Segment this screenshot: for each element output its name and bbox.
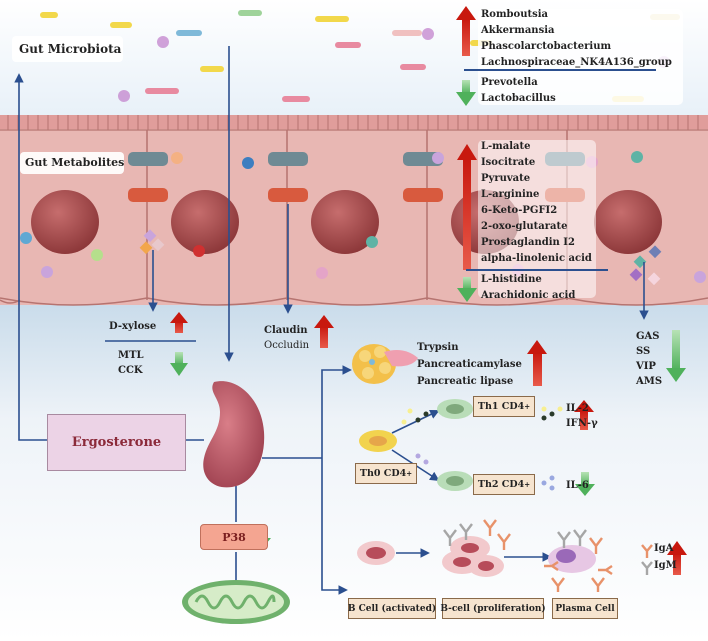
il-2-label: IL-2 xyxy=(566,403,589,414)
mtl-label: MTL xyxy=(118,350,144,361)
enzyme-pancreatic-lipase: Pancreatic lipase xyxy=(417,376,514,387)
gut-microbiota-label: Gut Microbiota xyxy=(19,42,122,56)
occludin-label: Occludin xyxy=(264,340,310,351)
igm-label: IgM xyxy=(654,560,677,571)
th2-label: Th2 CD4 xyxy=(477,479,525,490)
hormone-ss: SS xyxy=(636,346,651,357)
b-cell-proliferation-box: B-cell (proliferation) xyxy=(440,598,546,619)
gut-metabolites-label: Gut Metabolites xyxy=(25,156,125,169)
microbe-prevotella: Prevotella xyxy=(481,77,538,88)
il-6-label: IL-6 xyxy=(566,480,589,491)
metabolite-2-oxo-glutarate: 2-oxo-glutarate xyxy=(481,221,568,232)
p38-label: P38 xyxy=(222,530,246,544)
metabolite-l-histidine: L-histidine xyxy=(481,274,542,285)
th1-sup: + xyxy=(524,402,531,411)
mitochondrion-icon xyxy=(182,580,290,624)
microbe-lactobacillus: Lactobacillus xyxy=(481,93,556,104)
b-cell-activated-box: B Cell (activated) xyxy=(348,598,436,619)
microbe-romboutsia: Romboutsia xyxy=(481,9,549,20)
d-xylose-label: D-xylose xyxy=(109,321,157,332)
p38-box: P38 xyxy=(200,524,268,550)
th0-sup: + xyxy=(406,469,413,478)
microbe-akkermansia: Akkermansia xyxy=(481,25,555,36)
hormone-gas: GAS xyxy=(636,331,660,342)
antibody-icon xyxy=(443,519,653,592)
red-up-arrow-icon xyxy=(456,6,476,20)
th1-label: Th1 CD4 xyxy=(477,401,525,412)
metabolite-alpha-linolenic-acid: alpha-linolenic acid xyxy=(481,253,592,264)
b-cell-proliferation-label: B-cell (proliferation) xyxy=(440,603,546,614)
t-cell-icons xyxy=(359,399,563,491)
microbe-lachnospiraceae: Lachnospiraceae_NK4A136_group xyxy=(481,57,672,68)
microbe-phascolarctobacterium: Phascolarctobacterium xyxy=(481,41,612,52)
ergosterone-box: Ergosterone xyxy=(47,414,186,471)
th2-sup: + xyxy=(524,480,531,489)
b-cell-activated-label: B Cell (activated) xyxy=(347,603,437,614)
ifn-gamma-label: IFN-γ xyxy=(566,418,598,429)
metabolite-isocitrate: Isocitrate xyxy=(481,157,536,168)
pancreas-icon xyxy=(352,344,418,384)
green-down-arrow-icon xyxy=(456,92,476,106)
metabolite-l-arginine: L-arginine xyxy=(481,189,540,200)
th2-box: Th2 CD4+ xyxy=(473,474,535,495)
plasma-cell-label: Plasma Cell xyxy=(555,603,615,614)
th0-label: Th0 CD4 xyxy=(359,468,407,479)
iga-label: IgA xyxy=(654,543,674,554)
enzyme-pancreaticamylase: Pancreaticamylase xyxy=(417,359,522,370)
claudin-label: Claudin xyxy=(264,325,308,336)
metabolite-arachidonic-acid: Arachidonic acid xyxy=(481,290,576,301)
cck-label: CCK xyxy=(118,365,143,376)
metabolite-prostaglandin-i2: Prostaglandin I2 xyxy=(481,237,575,248)
metabolite-l-malate: L-malate xyxy=(481,141,531,152)
spleen-icon xyxy=(203,381,265,488)
hormone-ams: AMS xyxy=(636,376,663,387)
th1-box: Th1 CD4+ xyxy=(473,396,535,417)
metabolite-6-keto-pgfi2: 6-Keto-PGFI2 xyxy=(481,205,558,216)
ergosterone-label: Ergosterone xyxy=(71,435,162,450)
th0-box: Th0 CD4+ xyxy=(355,463,417,484)
enzyme-trypsin: Trypsin xyxy=(417,342,459,353)
b-cell-icons xyxy=(357,536,596,577)
metabolite-pyruvate: Pyruvate xyxy=(481,173,531,184)
plasma-cell-box: Plasma Cell xyxy=(552,598,618,619)
hormone-vip: VIP xyxy=(636,361,656,372)
